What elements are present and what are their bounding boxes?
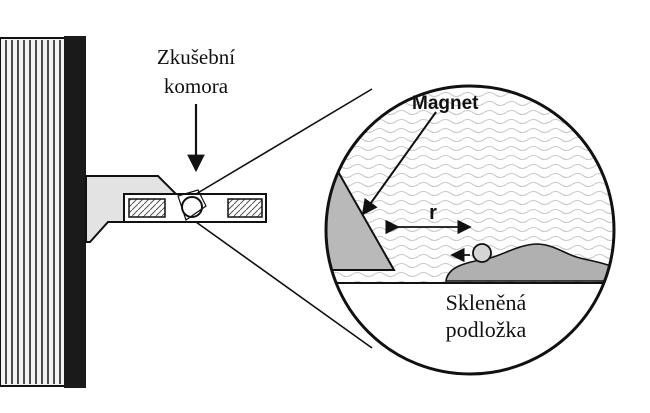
magnet-pointer-arrow bbox=[361, 111, 437, 216]
chamber-label-line2: komora bbox=[164, 74, 229, 98]
rotor-housing bbox=[0, 36, 86, 388]
chamber-label-line1: Zkušební bbox=[157, 45, 235, 69]
sample-holder-arm bbox=[85, 175, 267, 243]
substrate-label-line1: Skleněná bbox=[446, 290, 527, 315]
magnet-label: Magnet bbox=[412, 93, 479, 114]
particle bbox=[472, 243, 492, 263]
magnification-lines bbox=[195, 88, 373, 349]
substrate-label-line2: podložka bbox=[446, 317, 527, 342]
distance-label: r bbox=[429, 202, 437, 224]
